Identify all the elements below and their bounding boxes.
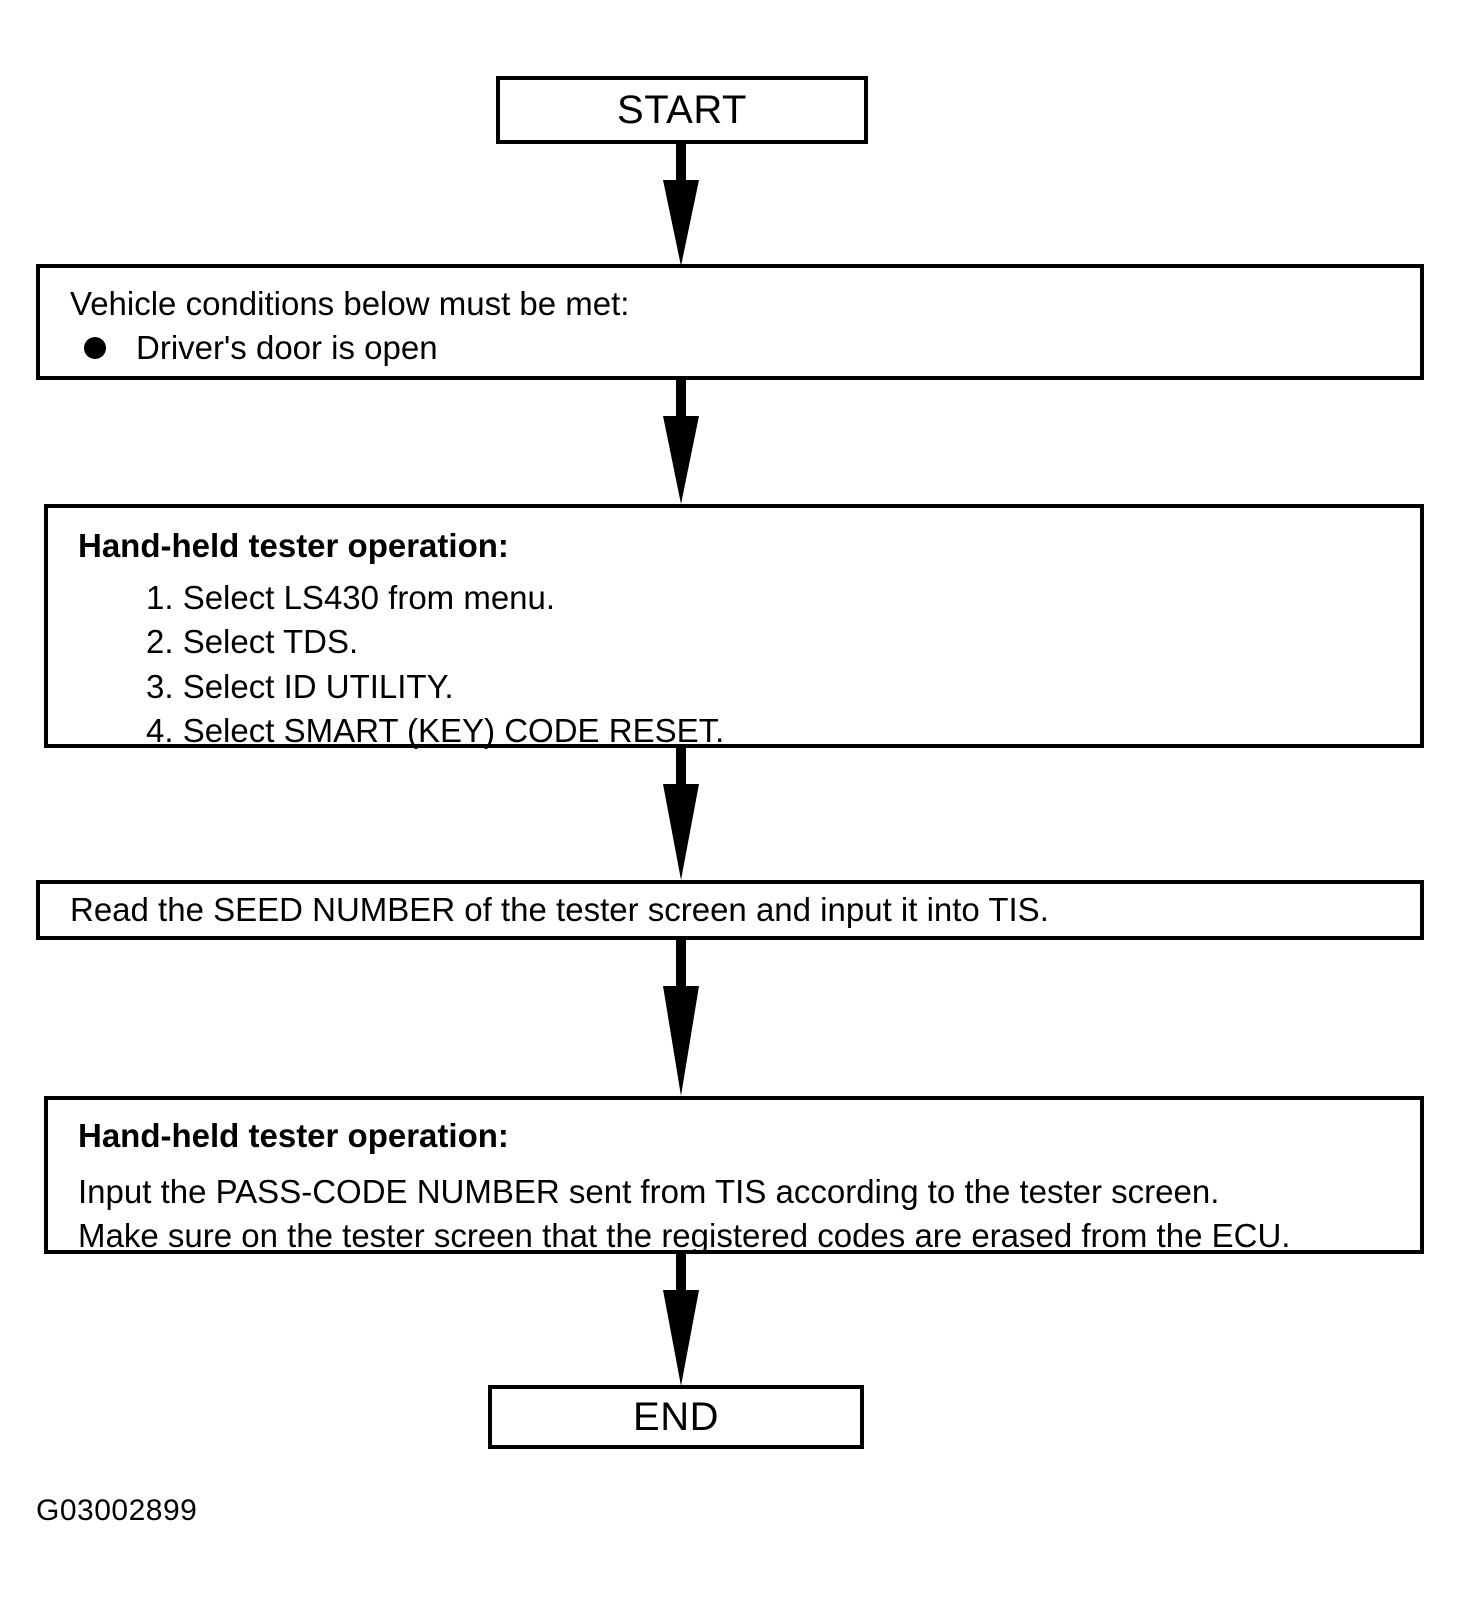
- node-tester-operation-1: Hand-held tester operation: 1. Select LS…: [44, 504, 1424, 749]
- seed-number-text: Read the SEED NUMBER of the tester scree…: [70, 890, 1049, 928]
- tester-operation-2-line-1: Input the PASS-CODE NUMBER sent from TIS…: [78, 1173, 1220, 1211]
- tester-operation-2-line-2: Make sure on the tester screen that the …: [78, 1217, 1291, 1255]
- tester-operation-2-heading: Hand-held tester operation:: [78, 1117, 509, 1154]
- arrow-seed-to-tester2: [663, 940, 699, 1096]
- node-start: START: [496, 76, 868, 144]
- bullet-dot-icon: [84, 337, 106, 360]
- node-end: END: [488, 1385, 864, 1449]
- node-end-label: END: [633, 1395, 719, 1439]
- node-tester-operation-2: Hand-held tester operation: Input the PA…: [44, 1096, 1424, 1254]
- tester-operation-1-step-4: 4. Select SMART (KEY) CODE RESET.: [146, 711, 725, 749]
- node-start-label: START: [617, 88, 747, 132]
- condition-text: Driver's door is open: [136, 329, 438, 367]
- tester-operation-1-step-2: 2. Select TDS.: [146, 623, 359, 661]
- arrow-start-to-conditions: [663, 144, 699, 266]
- arrow-tester2-to-end: [663, 1254, 699, 1386]
- tester-operation-1-step-1: 1. Select LS430 from menu.: [146, 579, 556, 617]
- condition-list-item: Driver's door is open: [70, 326, 1420, 370]
- node-vehicle-conditions: Vehicle conditions below must be met: Dr…: [36, 264, 1424, 380]
- vehicle-conditions-heading: Vehicle conditions below must be met:: [70, 285, 630, 322]
- figure-reference-code: G03002899: [36, 1494, 198, 1527]
- arrow-conditions-to-tester1: [663, 380, 699, 504]
- node-seed-number: Read the SEED NUMBER of the tester scree…: [36, 880, 1424, 940]
- arrow-tester1-to-seed: [663, 748, 699, 880]
- tester-operation-1-step-3: 3. Select ID UTILITY.: [146, 667, 454, 705]
- tester-operation-1-heading: Hand-held tester operation:: [78, 527, 509, 564]
